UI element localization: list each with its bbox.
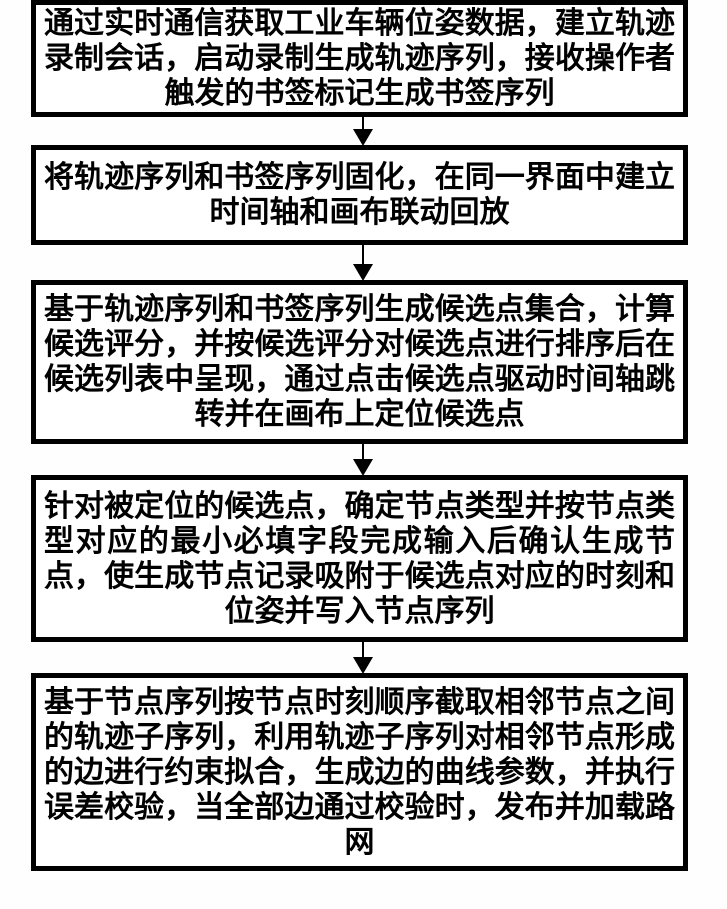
down-arrow-3: [352, 444, 374, 476]
flow-step-2-text: 将轨迹序列和书签序列固化，在同一界面中建立时间轴和画布联动回放: [44, 161, 675, 229]
arrow-shaft: [362, 444, 364, 462]
down-arrow-2: [352, 245, 374, 281]
arrowhead-icon: [353, 657, 373, 674]
flow-step-3-text: 基于轨迹序列和书签序列生成候选点集合，计算候选评分，并按候选评分对候选点进行排序…: [44, 293, 675, 431]
flow-step-3: 基于轨迹序列和书签序列生成候选点集合，计算候选评分，并按候选评分对候选点进行排序…: [31, 280, 688, 444]
flow-step-5-text: 基于节点序列按节点时刻顺序截取相邻节点之间的轨迹子序列，利用轨迹子序列对相邻节点…: [44, 685, 675, 859]
arrow-shaft: [362, 117, 364, 132]
arrow-shaft: [362, 245, 364, 267]
flow-step-1: 通过实时通信获取工业车辆位姿数据，建立轨迹录制会话，启动录制生成轨迹序列，接收操…: [31, 0, 688, 117]
down-arrow-4: [352, 642, 374, 674]
flow-step-2: 将轨迹序列和书签序列固化，在同一界面中建立时间轴和画布联动回放: [31, 145, 688, 245]
flow-step-4-text: 针对被定位的候选点，确定节点类型并按节点类型对应的最小必填字段完成输入后确认生成…: [44, 489, 675, 628]
flow-step-4: 针对被定位的候选点，确定节点类型并按节点类型对应的最小必填字段完成输入后确认生成…: [31, 475, 688, 642]
arrow-shaft: [362, 642, 364, 660]
flow-step-5: 基于节点序列按节点时刻顺序截取相邻节点之间的轨迹子序列，利用轨迹子序列对相邻节点…: [31, 673, 688, 871]
flow-step-1-text: 通过实时通信获取工业车辆位姿数据，建立轨迹录制会话，启动录制生成轨迹序列，接收操…: [44, 7, 675, 110]
down-arrow-1: [352, 117, 374, 146]
arrowhead-icon: [353, 264, 373, 281]
arrowhead-icon: [353, 129, 373, 146]
arrowhead-icon: [353, 459, 373, 476]
